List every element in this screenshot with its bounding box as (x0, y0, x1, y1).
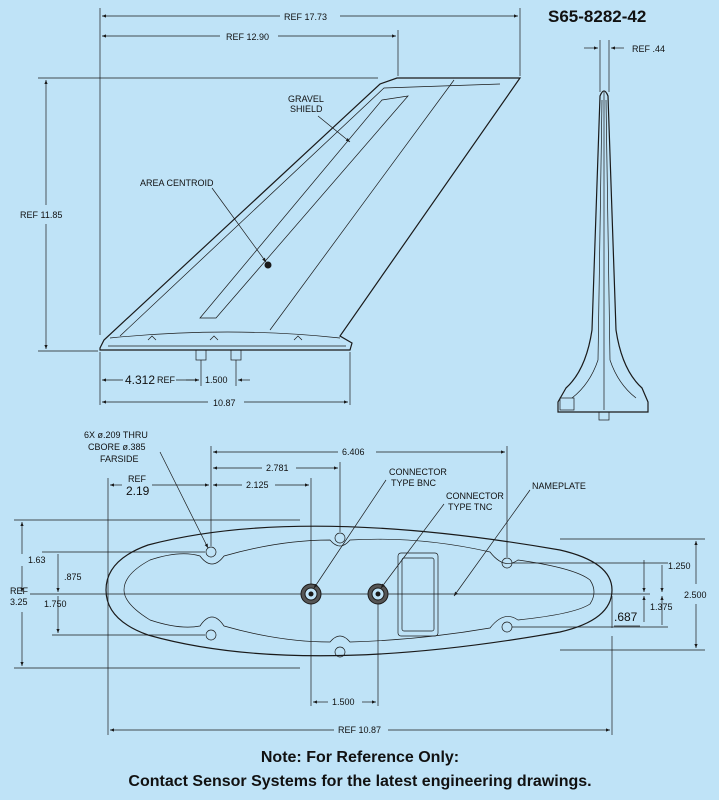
base-hole-mark-1 (147, 335, 157, 341)
connector-bnc-label-1: CONNECTOR (389, 467, 447, 477)
base-outline (105, 525, 613, 657)
connector-tnc-label-1: CONNECTOR (446, 491, 504, 501)
leader-line (317, 115, 351, 143)
nameplate-inner (401, 557, 435, 632)
connector-tnc-label-2: TYPE TNC (448, 502, 493, 512)
gravel-shield (199, 95, 409, 319)
nameplate (397, 552, 439, 637)
side-connector-bnc (195, 349, 207, 361)
dim-4-312-ref: REF (157, 375, 176, 385)
dim-687: .687 (614, 610, 638, 624)
dim-2-500: 2.500 (684, 590, 707, 600)
hole-callout-3: FARSIDE (100, 454, 139, 464)
base-hole-mark-3 (293, 335, 303, 341)
base-pocket (123, 538, 595, 643)
connector-bnc (300, 583, 322, 605)
gravel-shield-label-1: GRAVEL (288, 94, 324, 104)
dim-ref-3-25-label: REF (10, 586, 29, 596)
dim-2-781: 2.781 (266, 463, 289, 473)
connector-tnc (367, 583, 389, 605)
leader-line (211, 187, 267, 263)
area-centroid-marker (264, 261, 272, 269)
dim-ref-2-19-label: REF (128, 474, 147, 484)
leader-line (313, 479, 387, 589)
dim-6-406: 6.406 (342, 447, 365, 457)
note-line-1: Note: For Reference Only: (261, 749, 459, 766)
end-base-section (559, 397, 575, 411)
dim-875: .875 (64, 572, 82, 582)
side-connector-tnc (230, 349, 242, 361)
leader-line (453, 489, 531, 597)
mount-hole (205, 629, 217, 641)
dim-ref-2-19: 2.19 (126, 484, 150, 498)
dim-1-500-bottom: 1.500 (332, 697, 355, 707)
leader-line (380, 503, 445, 589)
fin-end-profile (557, 90, 649, 413)
dim-1-375: 1.375 (650, 602, 673, 612)
leader-line (159, 451, 209, 549)
dim-2-125: 2.125 (246, 480, 269, 490)
dim-4-312: 4.312 (125, 373, 155, 387)
nameplate-label: NAMEPLATE (532, 481, 586, 491)
fin-leading-edge (119, 83, 501, 337)
mount-hole (501, 621, 513, 633)
dim-10-87-side: 10.87 (213, 398, 236, 408)
dim-1-500-side: 1.500 (205, 375, 228, 385)
dim-ref-11-85: REF 11.85 (20, 210, 62, 220)
side-view: REF 17.73 REF 12.90 REF 11.85 GRAVEL SHI… (20, 8, 522, 408)
dim-ref-44: REF .44 (632, 44, 665, 54)
fin-outline (99, 77, 522, 351)
dim-ref-17-73: REF 17.73 (284, 12, 327, 22)
mount-hole (205, 546, 217, 558)
area-centroid-label: AREA CENTROID (140, 178, 214, 188)
mount-hole (334, 646, 346, 658)
drawing-number: S65-8282-42 (548, 7, 646, 26)
dim-ref-10-87: REF 10.87 (338, 725, 381, 735)
end-view: REF .44 (557, 40, 665, 421)
mount-hole (334, 532, 346, 544)
fin-end-inner (571, 99, 637, 399)
gravel-shield-label-2: SHIELD (290, 104, 323, 114)
hole-callout-2: CBORE ø.385 (88, 442, 146, 452)
bottom-view: 6X ø.209 THRU CBORE ø.385 FARSIDE 6.406 … (10, 430, 707, 735)
end-connector (598, 411, 610, 421)
connector-bnc-label-2: TYPE BNC (391, 478, 437, 488)
dim-ref-3-25: 3.25 (10, 597, 28, 607)
dim-ref-12-90: REF 12.90 (226, 32, 269, 42)
fin-base-top (109, 331, 341, 339)
base-hole-mark-2 (209, 335, 219, 341)
hole-callout-1: 6X ø.209 THRU (84, 430, 148, 440)
fin-trailing-line (269, 79, 455, 331)
note-line-2: Contact Sensor Systems for the latest en… (128, 773, 591, 790)
dim-1-250: 1.250 (668, 561, 691, 571)
dim-1-63: 1.63 (28, 555, 46, 565)
dim-1-750: 1.750 (44, 599, 67, 609)
